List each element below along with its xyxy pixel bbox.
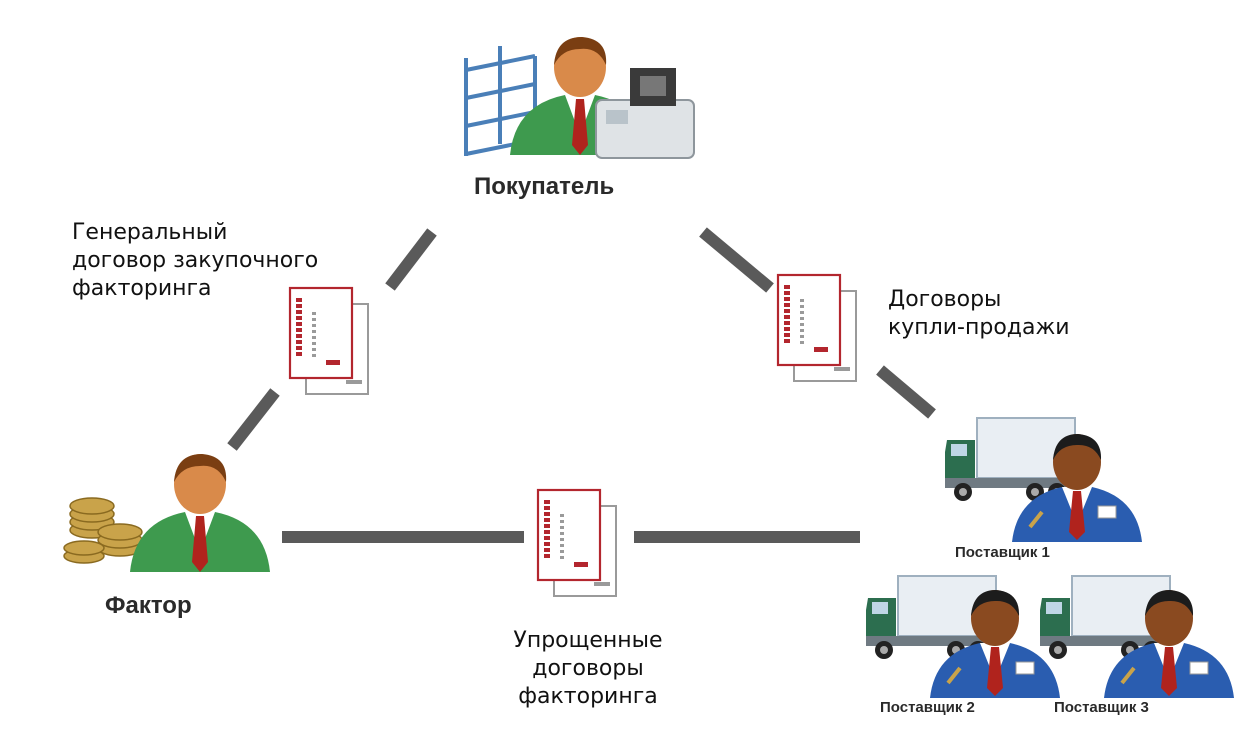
supplier-2-label: Поставщик 2 bbox=[880, 699, 975, 716]
general-contract-document-icon bbox=[288, 286, 370, 396]
buyer-illustration bbox=[464, 37, 695, 159]
connector-buyer-factor-top bbox=[385, 228, 437, 291]
buyer-label: Покупатель bbox=[474, 173, 615, 200]
supplier-3-label: Поставщик 3 bbox=[1054, 699, 1149, 716]
supplier-1-label: Поставщик 1 bbox=[955, 544, 1050, 561]
simplified-contracts-document-icon bbox=[536, 488, 618, 598]
sale-contracts-caption: Договоры купли-продажи bbox=[888, 287, 1070, 340]
factor-label: Фактор bbox=[105, 592, 192, 619]
coins-icon bbox=[63, 497, 143, 564]
connector-buyer-supplier-bottom bbox=[876, 365, 936, 419]
supplier-2-illustration bbox=[865, 575, 1062, 700]
sale-contracts-document-icon bbox=[776, 273, 858, 383]
connector-buyer-factor-bottom bbox=[227, 388, 280, 451]
supplier-1-illustration bbox=[944, 417, 1144, 544]
factor-person-icon bbox=[130, 454, 270, 572]
factor-illustration bbox=[63, 454, 270, 572]
machine-icon bbox=[595, 68, 695, 159]
simplified-contracts-caption: Упрощенные договоры факторинга bbox=[513, 628, 663, 709]
connector-buyer-supplier-top bbox=[699, 227, 774, 293]
supplier-3-illustration bbox=[1039, 575, 1236, 700]
general-contract-caption: Генеральный договор закупочного факторин… bbox=[72, 220, 319, 301]
connector-lines bbox=[227, 227, 936, 543]
